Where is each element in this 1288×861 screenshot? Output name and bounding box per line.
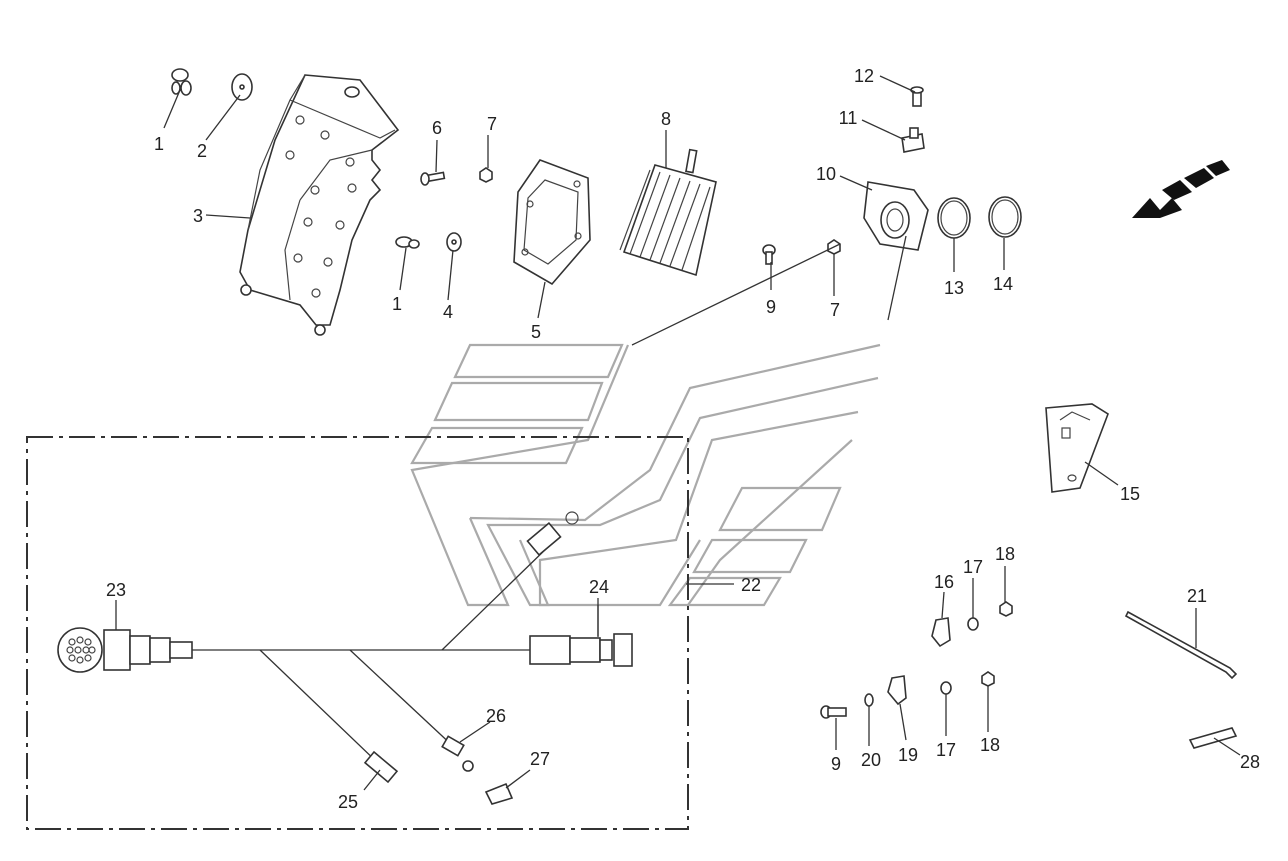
seal-ring-icon xyxy=(988,196,1022,238)
callout-27: 27 xyxy=(530,749,550,769)
inline-connector-icon xyxy=(529,633,633,667)
callout-2: 2 xyxy=(197,141,207,161)
lock-washer-icon xyxy=(864,693,874,707)
callout-22: 22 xyxy=(741,575,761,595)
callout-9: 9 xyxy=(831,754,841,774)
washer-icon xyxy=(940,681,952,695)
callout-24: 24 xyxy=(589,577,609,597)
connector-icon xyxy=(441,735,474,772)
callout-28: 28 xyxy=(1240,752,1260,772)
callout-14: 14 xyxy=(993,274,1013,294)
terminal-icon xyxy=(931,617,951,648)
callout-19: 19 xyxy=(898,745,918,765)
cable-tie-icon xyxy=(1124,610,1238,680)
leader-lines xyxy=(115,75,1241,791)
callout-labels: 1 2 3 6 7 1 4 5 8 12 11 10 9 7 13 14 15 … xyxy=(106,66,1260,812)
clip-icon xyxy=(484,782,514,805)
terminal-icon xyxy=(887,675,907,706)
callout-16: 16 xyxy=(934,572,954,592)
callout-11: 11 xyxy=(839,108,858,128)
washer-icon xyxy=(967,617,979,631)
harness-route-bands xyxy=(410,343,881,607)
wiring-harness xyxy=(190,544,599,766)
gasket-icon xyxy=(513,159,591,286)
nut-icon xyxy=(999,601,1013,617)
callout-6: 6 xyxy=(432,118,442,138)
washer-icon xyxy=(446,232,462,252)
bolt-icon xyxy=(420,171,446,186)
wing-nut-icon xyxy=(395,236,420,249)
main-connector-icon xyxy=(57,627,193,673)
forward-direction-arrow-icon xyxy=(1132,160,1230,218)
callout-23: 23 xyxy=(106,580,126,600)
wing-nut-icon xyxy=(171,68,192,96)
bolt-icon xyxy=(762,244,776,265)
controller-heatsink-icon xyxy=(619,148,717,277)
connector-icon xyxy=(901,127,925,153)
callout-3: 3 xyxy=(193,206,203,226)
connector-icon xyxy=(363,750,399,784)
nut-icon xyxy=(981,671,995,687)
callout-20: 20 xyxy=(861,750,881,770)
callout-12: 12 xyxy=(854,66,874,86)
bolt-icon xyxy=(820,705,847,719)
callout-8: 8 xyxy=(661,109,671,129)
callout-18: 18 xyxy=(995,544,1015,564)
washer-icon xyxy=(231,73,253,101)
callout-7: 7 xyxy=(830,300,840,320)
callout-15: 15 xyxy=(1120,484,1140,504)
bracket-icon xyxy=(1045,403,1109,493)
callout-4: 4 xyxy=(443,302,453,322)
callout-1: 1 xyxy=(154,134,164,154)
branch-connector-icon xyxy=(526,511,579,557)
callout-7: 7 xyxy=(487,114,497,134)
socket-housing-icon xyxy=(863,181,929,251)
pin-icon xyxy=(910,86,924,107)
callout-17: 17 xyxy=(963,557,983,577)
controller-cover-icon xyxy=(239,74,400,336)
callout-1: 1 xyxy=(392,294,402,314)
callout-17: 17 xyxy=(936,740,956,760)
callout-18: 18 xyxy=(980,735,1000,755)
callout-13: 13 xyxy=(944,278,964,298)
callout-21: 21 xyxy=(1187,586,1207,606)
adhesive-strip-icon xyxy=(1188,727,1238,749)
callout-10: 10 xyxy=(816,164,836,184)
seal-ring-icon xyxy=(937,197,971,239)
nut-icon xyxy=(479,167,493,183)
harness-assembly-boundary xyxy=(26,436,689,830)
callout-26: 26 xyxy=(486,706,506,726)
callout-9: 9 xyxy=(766,297,776,317)
callout-5: 5 xyxy=(531,322,541,342)
callout-25: 25 xyxy=(338,792,358,812)
